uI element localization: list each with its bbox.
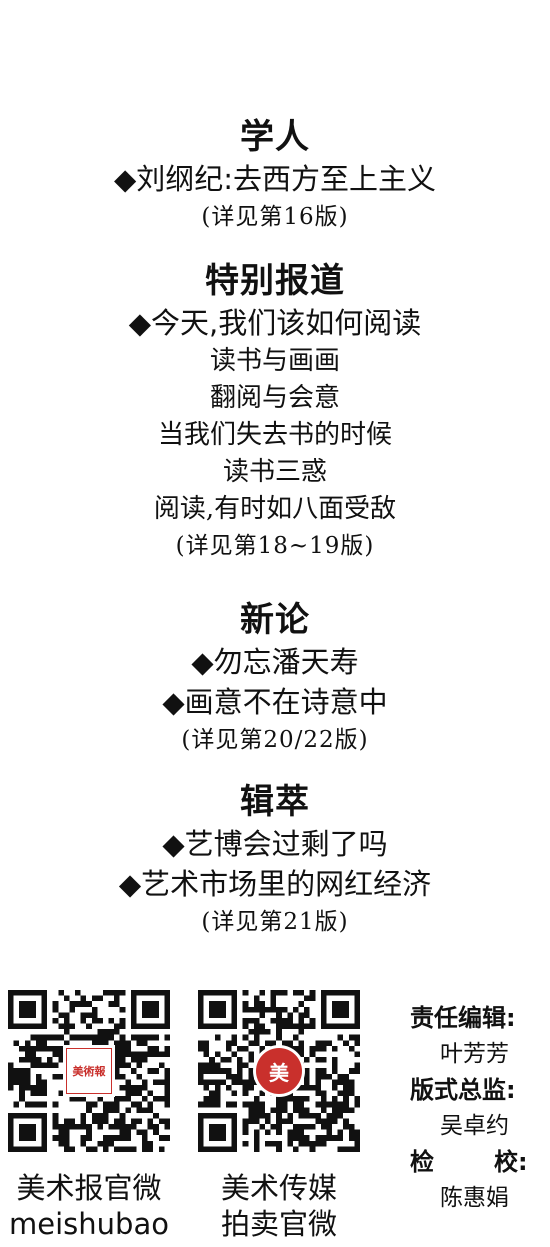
section-title: 辑萃 bbox=[240, 782, 310, 822]
section-xinlun: 新论 ◆勿忘潘天寿 ◆画意不在诗意中 (详见第20/22版) bbox=[0, 598, 550, 758]
qr-caption-line: 拍卖官微 bbox=[220, 1207, 337, 1241]
page-reference: (详见第18~19版) bbox=[175, 533, 375, 559]
proof-role: 检 校: bbox=[410, 1144, 550, 1180]
badge-text: 美 bbox=[256, 1048, 302, 1094]
section-jicui: 辑萃 ◆艺博会过剩了吗 ◆艺术市场里的网红经济 (详见第21版) bbox=[0, 780, 550, 940]
sub-article[interactable]: 当我们失去书的时候 bbox=[157, 420, 392, 450]
credits-block: 责任编辑: 叶芳芳 版式总监: 吴卓约 检 校: 陈惠娟 bbox=[410, 1000, 550, 1216]
section-title: 学人 bbox=[240, 117, 310, 157]
qr-code-pattern bbox=[8, 990, 170, 1152]
proof-name: 陈惠娟 bbox=[440, 1185, 509, 1211]
page-reference: (详见第20/22版) bbox=[181, 727, 369, 753]
section-title: 新论 bbox=[240, 600, 310, 640]
qr-caption-line: 美术报官微 bbox=[16, 1171, 162, 1205]
sub-article[interactable]: 读书与画画 bbox=[209, 346, 340, 376]
section-special-report: 特别报道 ◆今天,我们该如何阅读 读书与画画 翻阅与会意 当我们失去书的时候 读… bbox=[0, 259, 550, 564]
sub-article[interactable]: 阅读,有时如八面受敌 bbox=[153, 494, 397, 524]
qr-caption-line: meishubao bbox=[9, 1207, 169, 1241]
proof-role-part: 校: bbox=[494, 1148, 528, 1176]
qr-code-auction[interactable]: 美 bbox=[198, 990, 360, 1152]
layout-name: 吴卓约 bbox=[440, 1113, 509, 1139]
editor-name: 叶芳芳 bbox=[440, 1041, 509, 1067]
headline[interactable]: ◆艺术市场里的网红经济 bbox=[118, 867, 432, 901]
page-reference: (详见第21版) bbox=[201, 909, 349, 935]
section-xueren: 学人 ◆刘纲纪:去西方至上主义 (详见第16版) bbox=[0, 115, 550, 235]
auction-logo-icon: 美 bbox=[253, 1045, 305, 1097]
section-title: 特别报道 bbox=[205, 261, 345, 301]
proof-role-part: 检 bbox=[410, 1148, 434, 1176]
layout-role: 版式总监: bbox=[410, 1076, 516, 1104]
page-reference: (详见第16版) bbox=[201, 204, 349, 230]
headline[interactable]: ◆画意不在诗意中 bbox=[162, 685, 388, 719]
headline[interactable]: ◆今天,我们该如何阅读 bbox=[128, 306, 422, 340]
sub-article[interactable]: 翻阅与会意 bbox=[209, 383, 340, 413]
editor-role: 责任编辑: bbox=[410, 1004, 516, 1032]
headline[interactable]: ◆刘纲纪:去西方至上主义 bbox=[113, 162, 437, 196]
badge-text: 美術報 bbox=[66, 1048, 112, 1094]
qr-caption-line: 美术传媒 bbox=[220, 1171, 337, 1205]
qr-caption-2: 美术传媒 拍卖官微 bbox=[190, 1170, 368, 1242]
headline[interactable]: ◆勿忘潘天寿 bbox=[191, 645, 359, 679]
meishubao-logo-icon: 美術報 bbox=[63, 1045, 115, 1097]
qr-code-meishubao[interactable]: 美術報 bbox=[8, 990, 170, 1152]
qr-caption-1: 美术报官微 meishubao bbox=[0, 1170, 178, 1242]
sub-article[interactable]: 读书三惑 bbox=[222, 457, 327, 487]
headline[interactable]: ◆艺博会过剩了吗 bbox=[162, 827, 388, 861]
